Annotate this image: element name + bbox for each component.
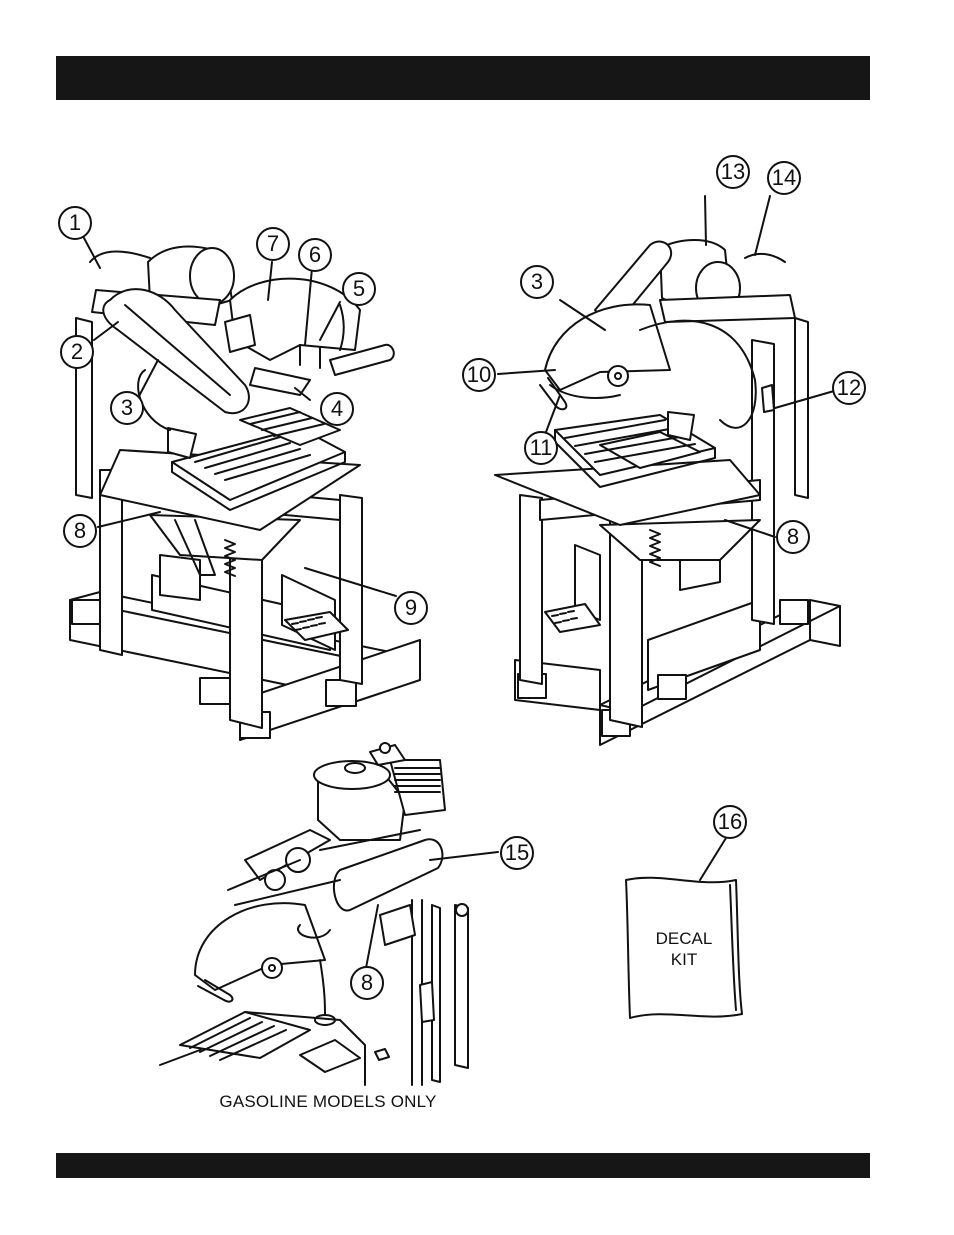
callout-2: 2	[60, 335, 94, 369]
callout-8: 8	[776, 520, 810, 554]
gasoline-models-caption: GASOLINE MODELS ONLY	[168, 1092, 488, 1112]
callout-10: 10	[462, 358, 496, 392]
callout-1: 1	[58, 206, 92, 240]
callout-4: 4	[320, 392, 354, 426]
callout-3: 3	[520, 265, 554, 299]
callout-7: 7	[256, 227, 290, 261]
callout-8: 8	[63, 514, 97, 548]
callout-16: 16	[713, 805, 747, 839]
callout-5: 5	[342, 272, 376, 306]
callout-12: 12	[832, 371, 866, 405]
footer-bar	[56, 1153, 870, 1178]
callout-14: 14	[767, 161, 801, 195]
left-saw-illustration	[70, 238, 420, 740]
callout-9: 9	[394, 591, 428, 625]
callout-11: 11	[524, 431, 558, 465]
gasoline-engine-illustration	[160, 743, 498, 1085]
callout-13: 13	[716, 155, 750, 189]
callout-15: 15	[500, 836, 534, 870]
decal-line-2: KIT	[628, 949, 740, 970]
callout-6: 6	[298, 238, 332, 272]
callout-8: 8	[350, 966, 384, 1000]
callout-3: 3	[110, 391, 144, 425]
decal-line-1: DECAL	[628, 928, 740, 949]
decal-kit-label: DECAL KIT	[628, 928, 740, 970]
